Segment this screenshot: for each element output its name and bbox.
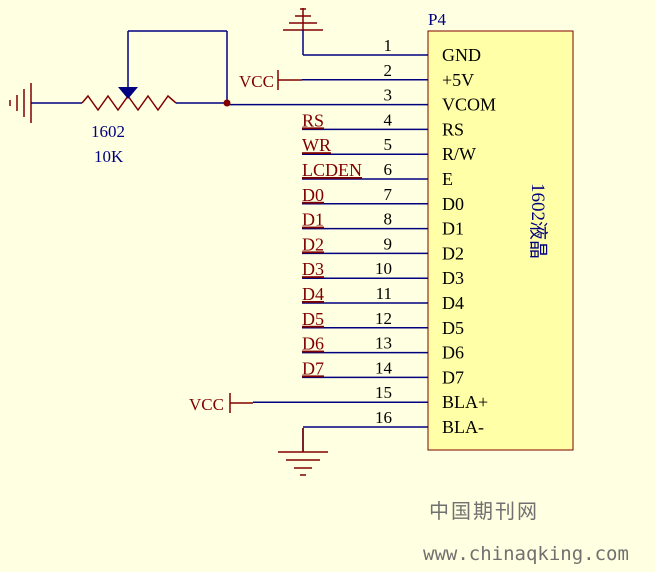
pin-4: 4 RS: [302, 110, 464, 139]
pin-16: 16 BLA-: [303, 408, 484, 437]
pin-number: 7: [384, 185, 393, 204]
pin-13: 13 D6: [302, 334, 464, 363]
pin-10: 10 D3: [302, 259, 464, 288]
pin-name: R/W: [442, 144, 476, 164]
pin-name: D7: [442, 367, 464, 387]
pin-number: 16: [375, 408, 392, 427]
pin-number: 3: [384, 86, 393, 105]
pin-name: D6: [442, 343, 464, 363]
pin-name: BLA-: [442, 417, 484, 437]
net-label-rs: RS: [302, 110, 324, 130]
pin-number: 6: [384, 160, 393, 179]
pin-3: 3 VCOM: [227, 86, 496, 115]
ground-symbol-pot: [9, 83, 32, 123]
pin-name: RS: [442, 119, 464, 139]
pin-9: 9 D2: [302, 234, 464, 263]
pin-name: +5V: [442, 70, 474, 90]
pin-number: 8: [384, 210, 393, 229]
pin-name: D4: [442, 293, 464, 313]
pin-8: 8 D1: [302, 210, 464, 239]
pot-value-label: 10K: [94, 147, 124, 166]
pin-number: 2: [384, 61, 393, 80]
lcd-connector-body: [427, 30, 574, 451]
pin-name: D2: [442, 243, 464, 263]
connector-part-label: 1602液晶: [527, 183, 549, 259]
pin-7: 7 D0: [302, 185, 464, 214]
pin-name: D0: [442, 194, 464, 214]
net-label-d2: D2: [302, 234, 324, 254]
net-label-d1: D1: [302, 210, 324, 230]
pin-name: BLA+: [442, 392, 488, 412]
net-label-d3: D3: [302, 259, 324, 279]
pot-resistor-zigzag: [81, 94, 177, 112]
ground-symbol-pin16: [278, 428, 328, 476]
ground-symbol-pin1: [283, 8, 323, 31]
pin-name: D1: [442, 219, 464, 239]
pot-wiper-arrow: [118, 87, 138, 99]
pin-number: 11: [376, 284, 392, 303]
pin-number: 9: [384, 234, 393, 253]
pin-12: 12 D5: [302, 309, 464, 338]
pin-2: 2 +5V: [302, 61, 474, 90]
pin-15: 15 BLA+: [253, 383, 488, 412]
vcc-symbol-top: VCC: [239, 70, 302, 91]
pin-14: 14 D7: [302, 358, 464, 387]
pin-name: E: [442, 169, 453, 189]
pin-number: 13: [375, 334, 392, 353]
net-label-d4: D4: [302, 284, 324, 304]
connector-designator: P4: [428, 10, 446, 29]
net-label-d5: D5: [302, 309, 324, 329]
vcc-symbol-bottom: VCC: [189, 393, 253, 414]
pin-name: D5: [442, 318, 464, 338]
net-label-d6: D6: [302, 334, 324, 354]
pin-number: 1: [384, 36, 393, 55]
net-label-wr: WR: [302, 135, 331, 155]
net-label-d7: D7: [302, 358, 324, 378]
pin-name: D3: [442, 268, 464, 288]
pin-name: GND: [442, 45, 481, 65]
watermark-url: www.chinaqking.com: [423, 543, 629, 565]
vcc-label-bottom: VCC: [189, 395, 224, 414]
net-label-lcden: LCDEN: [302, 160, 362, 180]
pin-1: 1 GND: [303, 36, 481, 65]
pin-number: 14: [375, 358, 393, 377]
pin-name: VCOM: [442, 95, 496, 115]
potentiometer-1602: 1602 10K: [9, 30, 231, 166]
junction-dot: [223, 99, 231, 107]
watermark-cn: 中国期刊网: [429, 500, 539, 523]
pin-5: 5 R/W: [302, 135, 476, 164]
pin-number: 4: [384, 110, 393, 129]
vcc-label-top: VCC: [239, 72, 274, 91]
pin-number: 15: [375, 383, 392, 402]
pin-number: 10: [375, 259, 392, 278]
net-label-d0: D0: [302, 185, 324, 205]
pot-name-label: 1602: [91, 122, 125, 141]
pin-number: 5: [384, 135, 393, 154]
pin-11: 11 D4: [302, 284, 464, 313]
pin-number: 12: [375, 309, 392, 328]
